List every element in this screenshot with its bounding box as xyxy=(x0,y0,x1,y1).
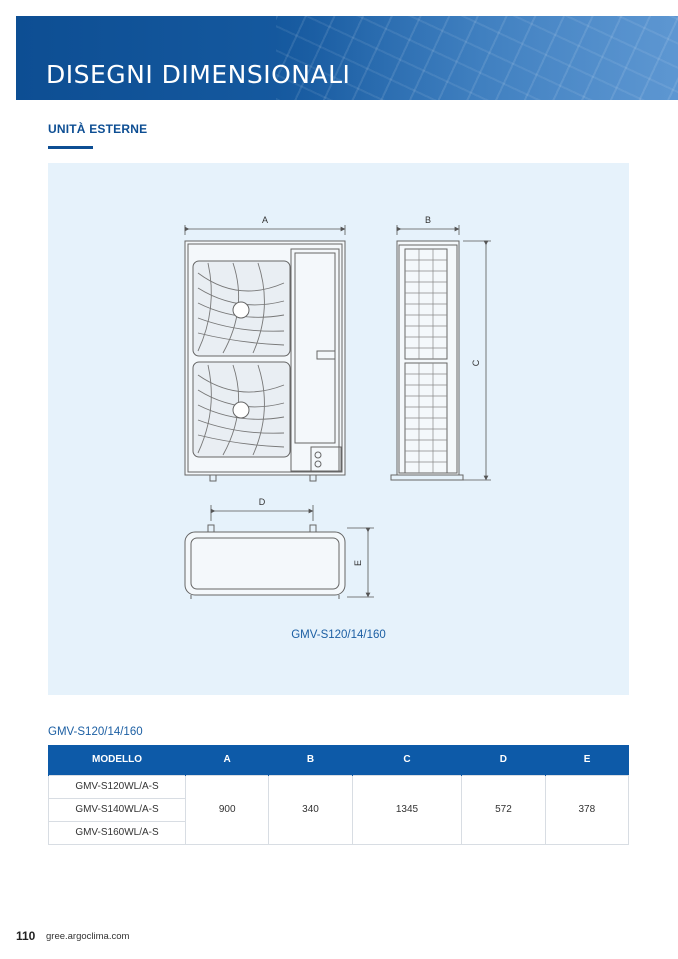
dimension-e xyxy=(347,527,374,598)
value-d: 572 xyxy=(461,774,546,845)
table-row: GMV-S120WL/A-S 900 340 1345 572 378 xyxy=(48,774,630,845)
dimension-label-a: A xyxy=(262,215,268,225)
dimension-label-e: E xyxy=(353,560,363,566)
header-e: E xyxy=(544,745,629,775)
dimension-c xyxy=(463,240,491,481)
value-a: 900 xyxy=(184,774,270,845)
model-cell: GMV-S160WL/A-S xyxy=(48,820,186,845)
dimension-drawing-panel: A xyxy=(48,163,629,695)
header-b: B xyxy=(268,745,353,775)
model-cell: GMV-S120WL/A-S xyxy=(48,774,186,799)
front-view xyxy=(184,240,346,482)
value-c: 1345 xyxy=(351,774,463,845)
header-c: C xyxy=(351,745,462,775)
model-cell: GMV-S140WL/A-S xyxy=(48,797,186,822)
dimension-label-b: B xyxy=(425,215,431,225)
table-header-row: MODELLO A B C D E xyxy=(48,745,629,775)
value-e: 378 xyxy=(544,774,630,845)
header-banner: DISEGNI DIMENSIONALI xyxy=(16,16,678,100)
top-view xyxy=(184,524,346,599)
header-a: A xyxy=(184,745,269,775)
table-caption: GMV-S120/14/160 xyxy=(48,726,143,738)
header-d: D xyxy=(461,745,546,775)
table-row: GMV-S160WL/A-S xyxy=(48,820,629,845)
dimension-b xyxy=(396,225,460,235)
section-underline xyxy=(48,146,93,149)
dimensions-table: MODELLO A B C D E GMV-S120WL/A-S 900 340… xyxy=(48,745,630,845)
value-b: 340 xyxy=(268,774,353,845)
page-title: DISEGNI DIMENSIONALI xyxy=(46,60,351,89)
dimension-d xyxy=(210,505,314,521)
side-view xyxy=(390,240,464,481)
page-number: 110 xyxy=(16,929,36,943)
outdoor-unit-drawing: A xyxy=(184,215,491,599)
drawing-caption: GMV-S120/14/160 xyxy=(291,629,386,641)
footer-url: gree.argoclima.com xyxy=(46,931,130,942)
dimension-label-d: D xyxy=(259,497,266,507)
banner-building-image xyxy=(276,16,678,100)
section-title: UNITÀ ESTERNE xyxy=(48,122,148,136)
header-model: MODELLO xyxy=(48,745,186,775)
dimension-label-c: C xyxy=(471,359,481,366)
dimension-a xyxy=(184,225,346,235)
